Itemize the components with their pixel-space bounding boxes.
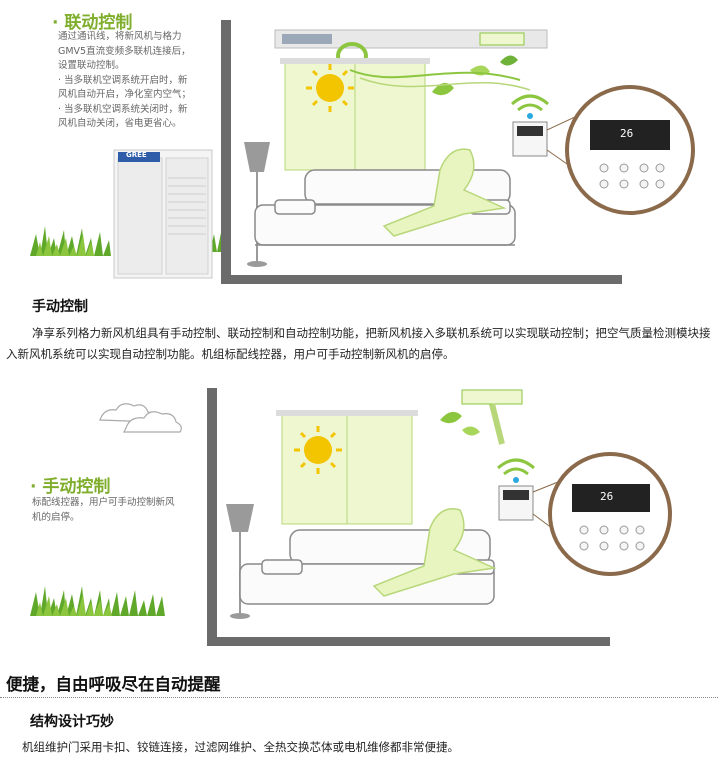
fresh-air-unit bbox=[461, 389, 523, 405]
lcd-reading: 26 bbox=[620, 127, 634, 140]
section-paragraph-structure-design: 机组维护门采用卡扣、铰链连接，过滤网维护、全热交换芯体或电机维修都非常便捷。 bbox=[22, 740, 459, 754]
fresh-air-unit bbox=[274, 29, 548, 49]
leaf-icon bbox=[440, 411, 480, 436]
lcd-reading: 26 bbox=[600, 490, 614, 503]
section-paragraph-manual-control: 净享系列格力新风机组具有手动控制、联动控制和自动控制功能，把新风机接入多联机系统… bbox=[6, 326, 711, 361]
linkage-control-heading: · 联动控制 bbox=[52, 13, 133, 33]
manual-control-illustration: · 手动控制 标配线控器，用户可手动控制新风 机的启停。 26 bbox=[0, 380, 724, 646]
section-title-structure-design: 结构设计巧妙 bbox=[30, 714, 114, 730]
section-title-convenience: 便捷，自由呼吸尽在自动提醒 bbox=[6, 675, 221, 694]
room-wall bbox=[221, 20, 622, 284]
room-wall bbox=[207, 388, 610, 646]
cloud-icon bbox=[99, 403, 182, 433]
person-figure bbox=[382, 148, 507, 237]
manual-control-description: 标配线控器，用户可手动控制新风 机的启停。 bbox=[32, 497, 175, 523]
sun-icon bbox=[294, 426, 342, 474]
controller-magnifier bbox=[548, 452, 672, 576]
section-title-manual-control: 手动控制 bbox=[32, 299, 88, 315]
outdoor-unit bbox=[113, 149, 213, 279]
section-divider bbox=[0, 697, 718, 698]
person-figure bbox=[372, 508, 497, 597]
lamp-icon bbox=[226, 504, 254, 619]
linkage-control-illustration: · 联动控制 通过通讯线，将新风机与格力 GMV5直流变频多联机连接后， 设置联… bbox=[0, 0, 724, 284]
wifi-signal-icon bbox=[511, 94, 549, 119]
wifi-signal-icon bbox=[497, 458, 535, 483]
grass-icon bbox=[30, 586, 165, 616]
brand-logo: GREE bbox=[126, 151, 147, 159]
manual-control-heading: · 手动控制 bbox=[30, 477, 111, 497]
sun-icon bbox=[306, 64, 354, 112]
linkage-control-description: 通过通讯线，将新风机与格力 GMV5直流变频多联机连接后， 设置联动控制。 · … bbox=[58, 31, 192, 129]
